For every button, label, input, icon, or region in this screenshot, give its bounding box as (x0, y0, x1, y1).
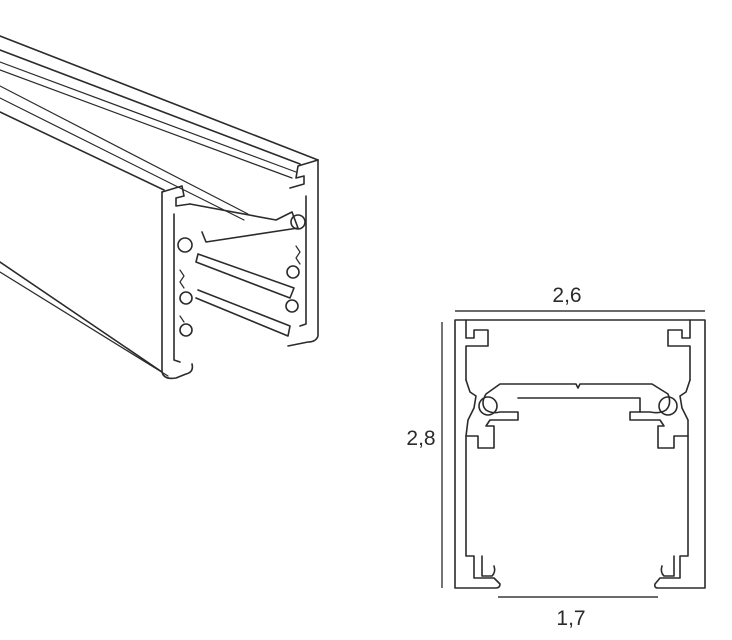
profile-inner-right-wall (679, 379, 691, 437)
rivet-right-1 (290, 214, 306, 230)
top-groove-3 (0, 85, 249, 215)
front-left-wall (161, 185, 191, 363)
section-hole-left (478, 396, 498, 416)
rivet-left-3 (179, 323, 193, 337)
top-edge-inner (0, 49, 301, 165)
section-hole-right (658, 396, 678, 416)
rivet-right-2 (286, 265, 300, 279)
front-right-wall (289, 159, 319, 327)
section-inner-channel (517, 397, 641, 413)
section-hook-left (481, 555, 496, 577)
side-face-top-edge (0, 111, 165, 191)
side-face-bottom-inner (0, 271, 169, 377)
dimension-label-height: 2,8 (406, 427, 435, 450)
isometric-track-view (0, 35, 319, 380)
cross-section-view: 2,6 2,8 1,7 (406, 284, 706, 630)
inner-rib-upper (189, 203, 299, 243)
inner-rib-middle (195, 253, 295, 299)
front-groove-right (295, 245, 301, 265)
top-groove-2 (0, 69, 293, 179)
rivet-left-1 (177, 237, 193, 253)
dimension-label-opening: 1,7 (556, 607, 585, 630)
dimension-label-width: 2,6 (552, 284, 581, 307)
top-edge-outer (0, 35, 319, 161)
side-face-bottom-edge (0, 261, 163, 373)
rivet-right-3 (285, 299, 299, 313)
inner-rib-lower (195, 289, 291, 337)
front-end-outline (161, 159, 319, 380)
profile-outer-outline (454, 319, 706, 589)
profile-inner-left-wall (465, 379, 477, 437)
profile-top-notch-left (465, 319, 489, 381)
front-groove-left (179, 269, 185, 323)
rivet-left-2 (179, 291, 193, 305)
section-hook-right (660, 555, 675, 577)
top-groove-4 (0, 97, 245, 221)
top-groove-1 (0, 61, 297, 173)
profile-top-notch-right (667, 319, 691, 381)
